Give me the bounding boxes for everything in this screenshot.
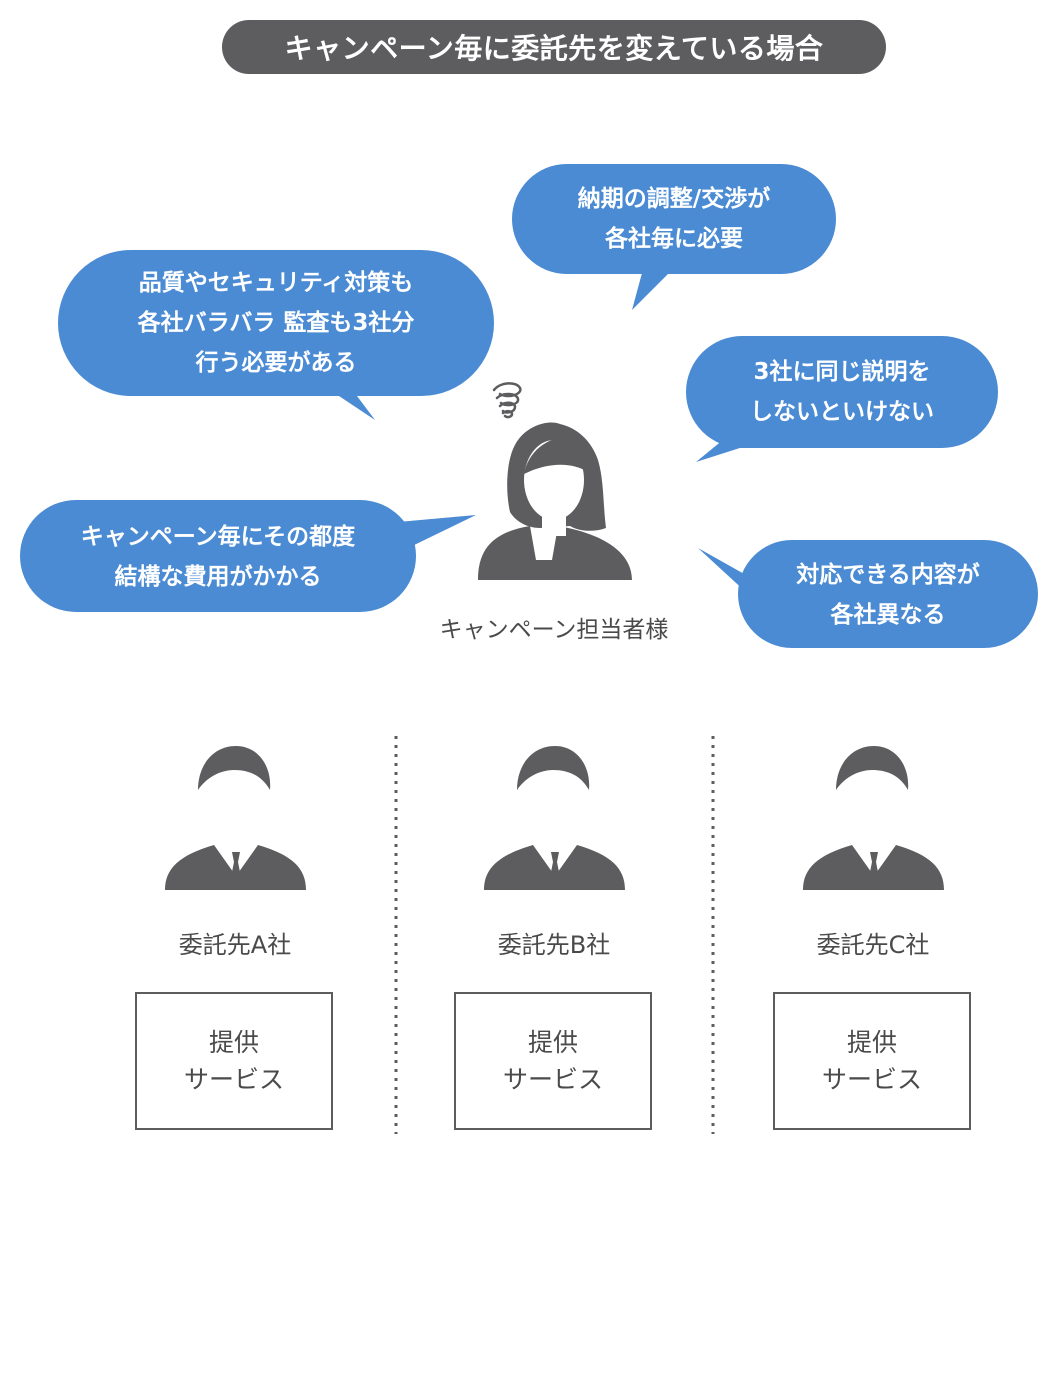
businessman-icon-a bbox=[165, 746, 306, 890]
manager-label: キャンペーン担当者様 bbox=[439, 617, 669, 643]
vendor-label-b: 委託先B社 bbox=[497, 931, 611, 959]
bubble-explain-line1: 3社に同じ説明を bbox=[753, 359, 931, 385]
service-b-line1: 提供 bbox=[527, 1028, 578, 1057]
bubble-content-line2: 各社異なる bbox=[830, 602, 946, 628]
service-c-line2: サービス bbox=[821, 1065, 922, 1094]
bubble-content-line1: 対応できる内容が bbox=[796, 562, 980, 588]
bubble-text-content: 対応できる内容が 各社異なる bbox=[738, 555, 1038, 635]
woman-avatar-icon bbox=[478, 422, 632, 580]
speech-bubble-explain bbox=[686, 336, 998, 462]
service-box-b: 提供 サービス bbox=[454, 992, 652, 1130]
vendor-label-a: 委託先A社 bbox=[178, 931, 292, 959]
speech-bubble-quality bbox=[58, 250, 494, 420]
service-c-line1: 提供 bbox=[846, 1028, 897, 1057]
bubble-quality-line2: 各社バラバラ 監査も3社分 bbox=[137, 310, 415, 336]
service-a-line1: 提供 bbox=[208, 1028, 259, 1057]
speech-bubble-content bbox=[698, 540, 1038, 648]
bubble-quality-line1: 品質やセキュリティ対策も bbox=[138, 270, 414, 296]
bubble-quality-line3: 行う必要がある bbox=[195, 350, 357, 376]
bubble-delivery-line2: 各社毎に必要 bbox=[605, 226, 743, 252]
bubble-text-explain: 3社に同じ説明を しないといけない bbox=[686, 352, 998, 432]
businessman-icon-c bbox=[803, 746, 944, 890]
bubble-text-delivery: 納期の調整/交渉が 各社毎に必要 bbox=[512, 179, 836, 259]
page-title: キャンペーン毎に委託先を変えている場合 bbox=[222, 20, 886, 74]
worried-swirl-icon bbox=[492, 382, 522, 419]
bubble-cost-line1: キャンペーン毎にその都度 bbox=[80, 524, 356, 550]
bubble-text-quality: 品質やセキュリティ対策も 各社バラバラ 監査も3社分 行う必要がある bbox=[58, 263, 494, 383]
bubble-cost-line2: 結構な費用がかかる bbox=[114, 564, 322, 590]
bubble-explain-line2: しないといけない bbox=[750, 399, 934, 425]
speech-bubble-cost bbox=[20, 500, 476, 612]
bubble-text-cost: キャンペーン毎にその都度 結構な費用がかかる bbox=[20, 517, 416, 597]
bubble-delivery-line1: 納期の調整/交渉が bbox=[577, 186, 771, 212]
service-box-a: 提供 サービス bbox=[135, 992, 333, 1130]
vendor-label-c: 委託先C社 bbox=[816, 931, 930, 959]
businessman-icon-b bbox=[484, 746, 625, 890]
service-b-line2: サービス bbox=[502, 1065, 603, 1094]
service-a-line2: サービス bbox=[183, 1065, 284, 1094]
speech-bubble-delivery bbox=[512, 164, 836, 310]
service-box-c: 提供 サービス bbox=[773, 992, 971, 1130]
